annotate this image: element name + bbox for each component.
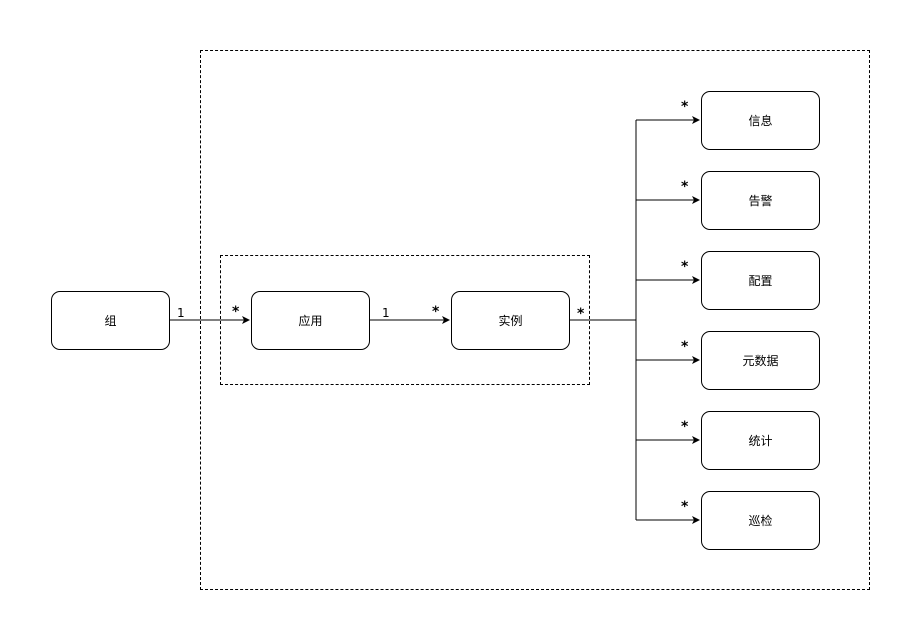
node-app-label: 应用	[298, 314, 323, 328]
mult-group-app-target: *	[232, 304, 240, 320]
mult-metadata: *	[681, 339, 689, 355]
mult-stats: *	[681, 419, 689, 435]
mult-app-instance-source: 1	[382, 306, 390, 320]
node-info[interactable]: 信息	[701, 91, 820, 150]
node-config[interactable]: 配置	[701, 251, 820, 310]
node-stats-label: 统计	[748, 434, 773, 448]
mult-alert: *	[681, 179, 689, 195]
node-instance[interactable]: 实例	[451, 291, 570, 350]
node-alert-label: 告警	[748, 194, 773, 208]
node-app[interactable]: 应用	[251, 291, 370, 350]
mult-info: *	[681, 99, 689, 115]
mult-group-app-source: 1	[177, 306, 185, 320]
node-group[interactable]: 组	[51, 291, 170, 350]
node-alert[interactable]: 告警	[701, 171, 820, 230]
node-group-label: 组	[104, 314, 117, 328]
node-info-label: 信息	[748, 114, 773, 128]
mult-inspection: *	[681, 499, 689, 515]
node-stats[interactable]: 统计	[701, 411, 820, 470]
node-inspection-label: 巡检	[748, 514, 773, 528]
mult-instance-out: *	[577, 306, 585, 322]
node-metadata[interactable]: 元数据	[701, 331, 820, 390]
mult-config: *	[681, 259, 689, 275]
node-config-label: 配置	[748, 274, 773, 288]
mult-app-instance-target: *	[432, 304, 440, 320]
node-metadata-label: 元数据	[742, 354, 779, 368]
node-inspection[interactable]: 巡检	[701, 491, 820, 550]
node-instance-label: 实例	[498, 314, 523, 328]
